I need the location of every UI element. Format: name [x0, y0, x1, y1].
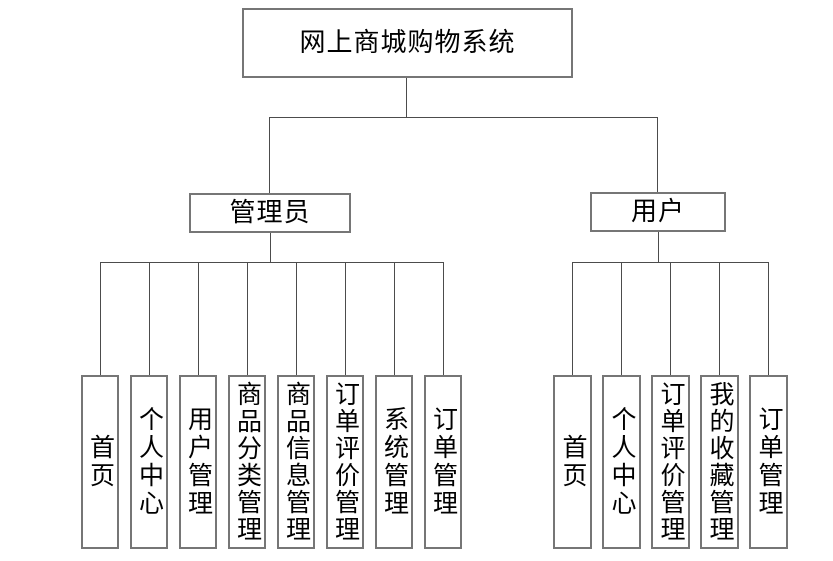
leaf-admin-home: 首页 — [81, 375, 119, 549]
connector-admin-leaf-drop — [296, 263, 297, 375]
leaf-user-personal-center-label: 个人中心 — [608, 406, 635, 518]
connector-admin-leaf-drop — [149, 263, 150, 375]
connector-user-bus — [572, 262, 769, 263]
connector-admin-bus — [100, 262, 444, 263]
leaf-admin-user-management-label: 用户管理 — [184, 406, 212, 518]
connector-admin-leaf-drop — [247, 263, 248, 375]
leaf-admin-system-management: 系统管理 — [375, 375, 413, 549]
connector-admin-leaf-drop — [394, 263, 395, 375]
connector-user-leaf-drop — [621, 263, 622, 375]
leaf-admin-order-review-management: 订单评价管理 — [326, 375, 364, 549]
connector-user-leaf-drop — [572, 263, 573, 375]
root-node-system: 网上商城购物系统 — [242, 8, 573, 78]
connector-user-leaf-drop — [670, 263, 671, 375]
connector-admin-leaf-drop — [345, 263, 346, 375]
leaf-admin-order-management: 订单管理 — [424, 375, 462, 549]
branch-node-admin-label: 管理员 — [229, 198, 311, 227]
connector-admin-drop — [269, 117, 270, 193]
leaf-admin-order-review-management-label: 订单评价管理 — [331, 381, 359, 543]
connector-admin-leaf-drop — [443, 263, 444, 375]
leaf-user-my-favorites-management-label: 我的收藏管理 — [706, 381, 733, 543]
leaf-user-my-favorites-management: 我的收藏管理 — [700, 375, 739, 549]
branch-node-admin: 管理员 — [189, 193, 351, 233]
leaf-user-order-management: 订单管理 — [749, 375, 788, 549]
leaf-admin-product-category-management: 商品分类管理 — [228, 375, 266, 549]
connector-user-out — [658, 232, 659, 262]
connector-admin-leaf-drop — [100, 263, 101, 375]
leaf-admin-product-category-management-label: 商品分类管理 — [233, 381, 261, 543]
leaf-user-home: 首页 — [553, 375, 592, 549]
leaf-user-personal-center: 个人中心 — [602, 375, 641, 549]
branch-node-user-label: 用户 — [630, 197, 685, 226]
connector-user-drop — [657, 117, 658, 192]
leaf-admin-product-info-management-label: 商品信息管理 — [282, 381, 310, 543]
leaf-admin-personal-center-label: 个人中心 — [135, 406, 163, 518]
leaf-user-order-management-label: 订单管理 — [755, 406, 782, 518]
root-node-label: 网上商城购物系统 — [299, 28, 516, 57]
connector-admin-leaf-drop — [198, 263, 199, 375]
leaf-admin-user-management: 用户管理 — [179, 375, 217, 549]
leaf-admin-personal-center: 个人中心 — [130, 375, 168, 549]
leaf-admin-home-label: 首页 — [86, 434, 114, 490]
connector-user-leaf-drop — [768, 263, 769, 375]
connector-user-leaf-drop — [719, 263, 720, 375]
connector-level1-bus — [269, 117, 658, 118]
leaf-user-home-label: 首页 — [559, 434, 586, 490]
connector-admin-out — [270, 233, 271, 262]
connector-root-drop — [406, 78, 407, 117]
branch-node-user: 用户 — [590, 192, 726, 232]
leaf-admin-order-management-label: 订单管理 — [429, 406, 457, 518]
leaf-user-order-review-management: 订单评价管理 — [651, 375, 690, 549]
leaf-user-order-review-management-label: 订单评价管理 — [657, 381, 684, 543]
leaf-admin-product-info-management: 商品信息管理 — [277, 375, 315, 549]
leaf-admin-system-management-label: 系统管理 — [380, 406, 408, 518]
